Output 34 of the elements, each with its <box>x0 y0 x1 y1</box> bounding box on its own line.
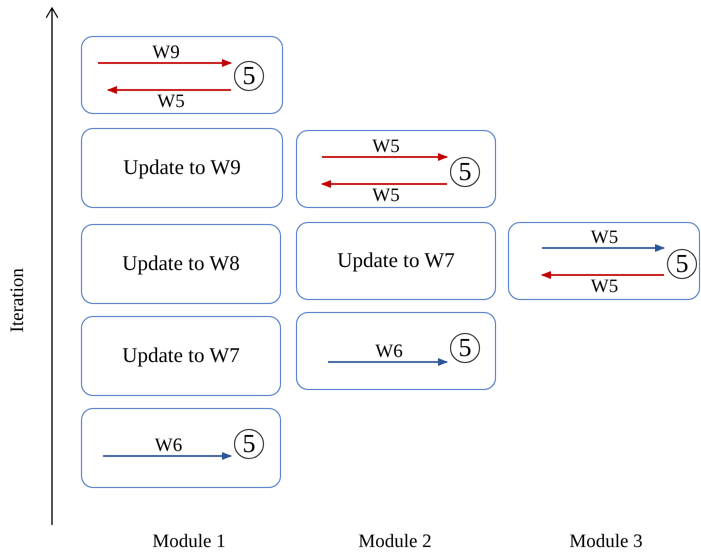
column-label: Module 2 <box>357 530 433 554</box>
column-label: Module 1 <box>151 530 227 554</box>
circled-number: 5 <box>667 249 697 279</box>
circled-number: 5 <box>450 157 480 187</box>
arrow <box>103 452 232 460</box>
edge-label: W6 <box>374 342 404 361</box>
edge-label: W5 <box>156 92 186 111</box>
arrow <box>98 59 232 67</box>
step-box <box>296 312 496 390</box>
circled-number: 5 <box>234 429 264 459</box>
circled-number: 5 <box>234 61 264 91</box>
step-box <box>81 36 283 114</box>
edge-label: W5 <box>371 137 401 156</box>
process-box: Update to W9 <box>81 128 283 208</box>
step-box <box>296 130 496 208</box>
process-box: Update to W7 <box>296 222 496 300</box>
process-box: Update to W7 <box>81 316 281 396</box>
circled-number: 5 <box>450 333 480 363</box>
edge-label: W5 <box>371 186 401 205</box>
edge-label: W5 <box>590 277 620 296</box>
step-box <box>81 408 281 488</box>
arrow <box>542 244 665 252</box>
arrow <box>107 86 231 94</box>
arrow <box>322 153 448 161</box>
column-label: Module 3 <box>568 530 644 554</box>
edge-label: W6 <box>154 436 184 455</box>
arrow <box>328 358 448 366</box>
arrow <box>541 271 664 279</box>
arrow <box>321 180 447 188</box>
edge-label: W9 <box>151 43 181 62</box>
process-box: Update to W8 <box>81 224 281 304</box>
axis-label: Iteration <box>6 268 29 332</box>
edge-label: W5 <box>590 228 620 247</box>
step-box <box>508 222 700 300</box>
